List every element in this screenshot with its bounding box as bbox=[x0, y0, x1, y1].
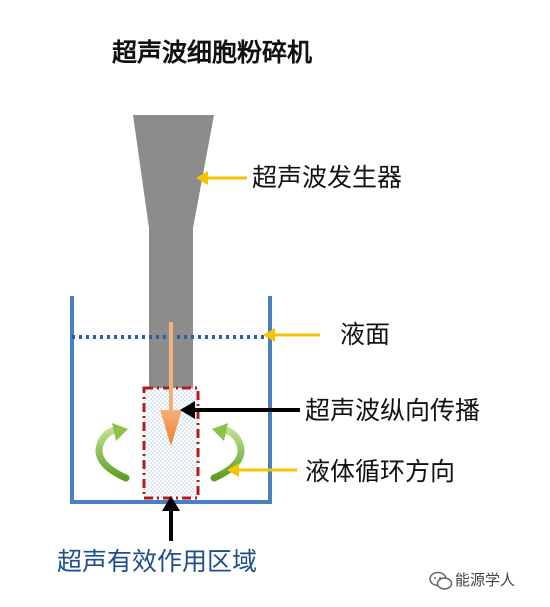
ultrasonic-horn bbox=[133, 115, 214, 388]
circulation-arrow-left bbox=[95, 423, 130, 482]
label-longitudinal-wave: 超声波纵向传播 bbox=[305, 396, 481, 425]
watermark-text: 能源学人 bbox=[455, 571, 516, 589]
label-effective-zone: 超声有效作用区域 bbox=[57, 547, 258, 576]
wave-arrow bbox=[160, 322, 182, 446]
label-generator: 超声波发生器 bbox=[252, 163, 403, 192]
label-circulation: 液体循环方向 bbox=[305, 457, 456, 486]
pointer-arrow-wave bbox=[180, 401, 300, 419]
pointer-arrow-generator bbox=[196, 171, 247, 185]
diagram-title: 超声波细胞粉碎机 bbox=[112, 38, 313, 67]
pointer-arrow-liquid bbox=[263, 328, 320, 342]
pointer-arrow-circulation bbox=[227, 463, 297, 477]
pointer-arrow-zone bbox=[162, 496, 180, 541]
label-liquid-surface: 液面 bbox=[340, 320, 391, 349]
wechat-icon bbox=[429, 571, 453, 590]
